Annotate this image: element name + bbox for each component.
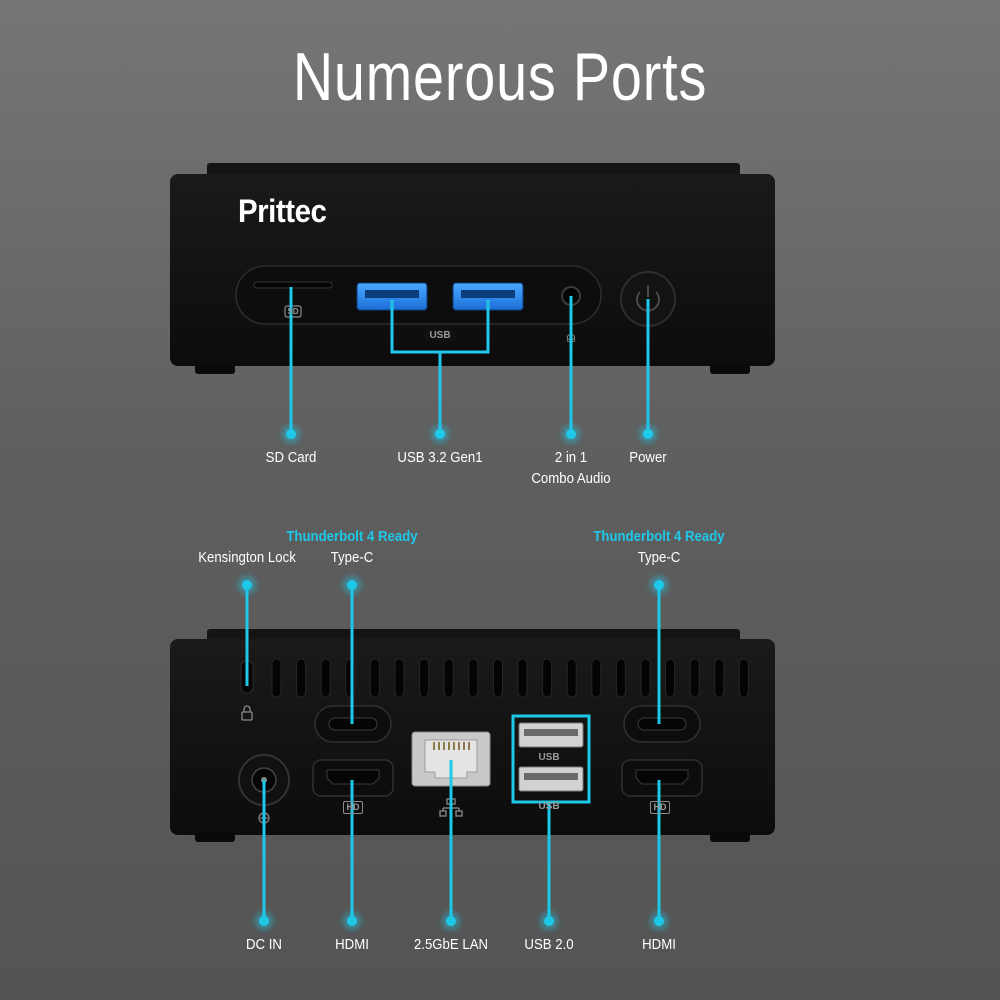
lock-icon-shackle: [243, 705, 251, 712]
label-usb32: USB 3.2 Gen1: [397, 449, 483, 466]
typec-right-port: [637, 717, 687, 731]
label-audio-line2: Combo Audio: [531, 470, 611, 487]
sd-marking-box: [284, 305, 302, 318]
rear-callouts: [245, 586, 661, 920]
label-typec-left: Type-C: [330, 549, 374, 566]
label-hdmi-right: HDMI: [642, 936, 676, 953]
usb32-port-right-tongue: [461, 290, 515, 298]
rear-foot-left: [195, 832, 235, 842]
vent-slot: [665, 658, 676, 698]
vent-slot: [738, 658, 749, 698]
vent-slots: [271, 658, 749, 698]
usb20-port-top-tongue: [524, 729, 578, 736]
label-thunderbolt-left: Thunderbolt 4 Ready: [286, 528, 418, 545]
lock-icon-body: [241, 711, 253, 721]
rear-callout-dots: [238, 576, 668, 930]
vent-slot: [492, 658, 503, 698]
label-thunderbolt-right: Thunderbolt 4 Ready: [593, 528, 725, 545]
vent-slot: [591, 658, 602, 698]
usb20-highlight-box: [511, 714, 591, 804]
sd-card-slot: [253, 281, 333, 289]
front-foot-left: [195, 364, 235, 374]
label-dc-in: DC IN: [246, 936, 282, 953]
usb-marking-top: USB: [538, 752, 560, 763]
vent-slot: [443, 658, 454, 698]
vent-slot: [640, 658, 651, 698]
callout-sd-dot: [286, 429, 296, 439]
callout-audio-dot: [566, 429, 576, 439]
usb-marking-front: USB: [425, 330, 455, 341]
vent-slot: [714, 658, 725, 698]
label-power: Power: [629, 449, 667, 466]
vent-slot: [369, 658, 380, 698]
vent-slot: [689, 658, 700, 698]
callout-usb-dot: [435, 429, 445, 439]
front-foot-right: [710, 364, 750, 374]
vent-slot: [271, 658, 282, 698]
rear-foot-right: [710, 832, 750, 842]
usb-marking-bottom: USB: [538, 801, 560, 812]
label-sd-card: SD Card: [265, 449, 317, 466]
sd-marking: SD: [287, 307, 299, 316]
page-title: Numerous Ports: [292, 39, 708, 115]
vent-slot: [468, 658, 479, 698]
vent-slot: [394, 658, 405, 698]
vent-slot: [517, 658, 528, 698]
usb20-port-bottom-tongue: [524, 773, 578, 780]
vent-slot: [566, 658, 577, 698]
vent-slot: [419, 658, 430, 698]
lan-pins: [433, 742, 470, 750]
hd-marking-left: HD: [343, 801, 363, 814]
label-usb20: USB 2.0: [524, 936, 574, 953]
label-audio-line1: 2 in 1: [554, 449, 588, 466]
front-callout-dots: [282, 425, 657, 443]
label-kensington: Kensington Lock: [198, 549, 296, 566]
label-typec-right: Type-C: [637, 549, 681, 566]
vent-slot: [320, 658, 331, 698]
vent-slot: [542, 658, 553, 698]
front-callouts: [289, 287, 650, 433]
callout-power-dot: [643, 429, 653, 439]
front-device: ☊: [170, 163, 775, 374]
hdmi-right-port: [635, 769, 689, 785]
brand-logo: Prittec: [238, 193, 327, 229]
label-hdmi-left: HDMI: [335, 936, 369, 953]
hd-marking-right: HD: [650, 801, 670, 814]
hdmi-left-port: [326, 769, 380, 785]
usb32-port-left-tongue: [365, 290, 419, 298]
vent-slot: [296, 658, 307, 698]
rear-device: [170, 629, 775, 842]
label-lan: 2.5GbE LAN: [413, 936, 489, 953]
vent-slot: [615, 658, 626, 698]
